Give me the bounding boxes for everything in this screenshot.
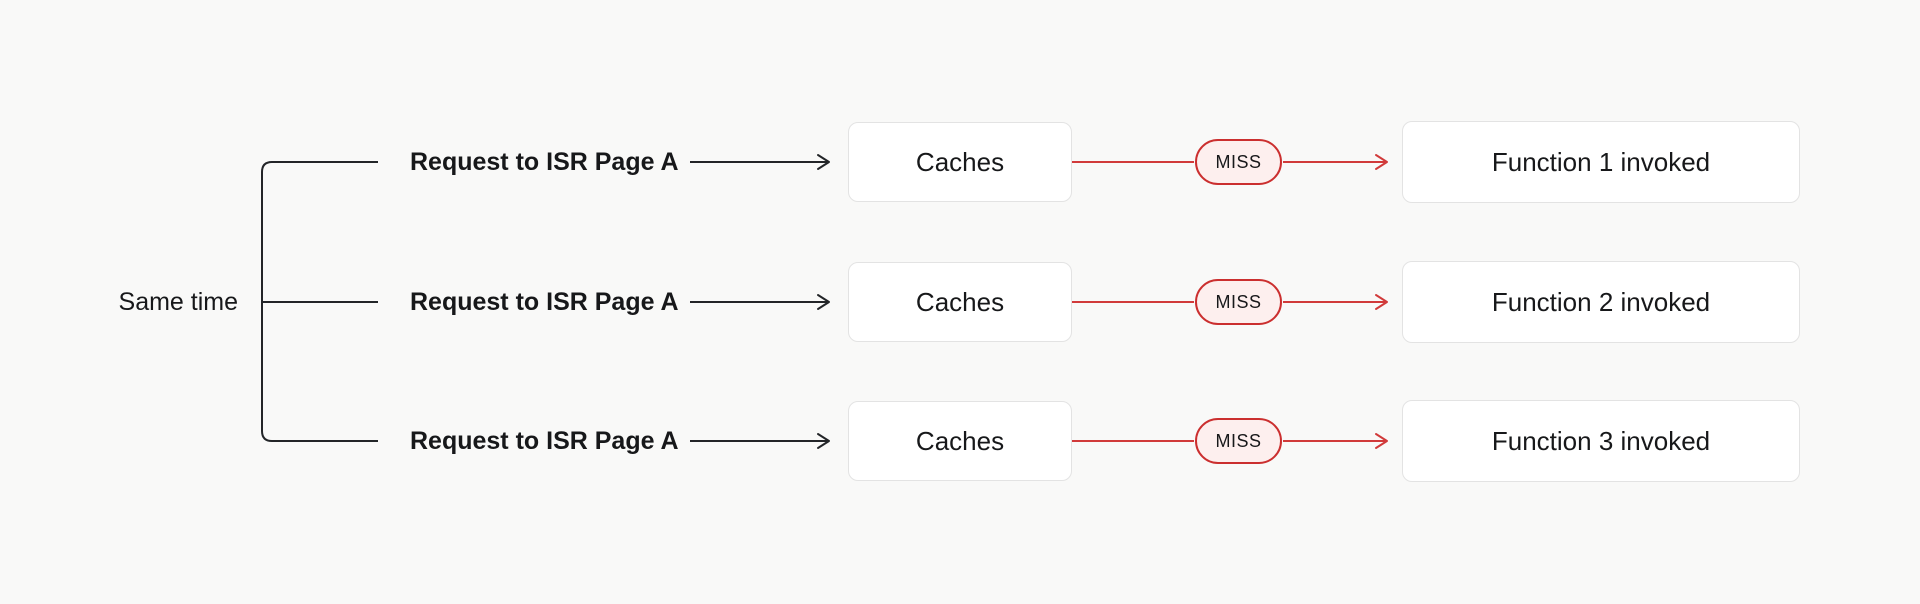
right-arrow-icon — [1375, 433, 1388, 449]
right-arrow-icon — [1375, 154, 1388, 170]
function-invoked-node: Function 3 invoked — [1402, 400, 1800, 482]
same-time-bracket — [261, 161, 378, 442]
row2-request-arrow — [690, 294, 830, 310]
miss-status-label: MISS — [1215, 151, 1262, 172]
miss-status-label: MISS — [1215, 430, 1262, 451]
miss-status-badge: MISS — [1195, 139, 1282, 185]
function-invoked-label: Function 2 invoked — [1491, 286, 1711, 317]
caches-node-label: Caches — [915, 146, 1005, 177]
caches-node-label: Caches — [915, 425, 1005, 456]
row1-miss-link — [1072, 154, 1388, 170]
caches-node: Caches — [848, 401, 1072, 481]
function-invoked-label: Function 1 invoked — [1491, 146, 1711, 177]
right-arrow-icon — [817, 154, 830, 170]
miss-status-label: MISS — [1215, 291, 1262, 312]
caches-node: Caches — [848, 122, 1072, 202]
right-arrow-icon — [817, 294, 830, 310]
right-arrow-icon — [1375, 294, 1388, 310]
function-invoked-label: Function 3 invoked — [1491, 425, 1711, 456]
request-label: Request to ISR Page A — [410, 148, 679, 176]
request-label: Request to ISR Page A — [410, 288, 679, 316]
miss-status-badge: MISS — [1195, 418, 1282, 464]
same-time-label: Same time — [118, 288, 238, 316]
row3-request-arrow — [690, 433, 830, 449]
function-invoked-node: Function 2 invoked — [1402, 261, 1800, 343]
miss-status-badge: MISS — [1195, 279, 1282, 325]
request-label: Request to ISR Page A — [410, 427, 679, 455]
caches-node-label: Caches — [915, 286, 1005, 317]
function-invoked-node: Function 1 invoked — [1402, 121, 1800, 203]
row3-miss-link — [1072, 433, 1388, 449]
caches-node: Caches — [848, 262, 1072, 342]
right-arrow-icon — [817, 433, 830, 449]
row1-request-arrow — [690, 154, 830, 170]
row2-miss-link — [1072, 294, 1388, 310]
